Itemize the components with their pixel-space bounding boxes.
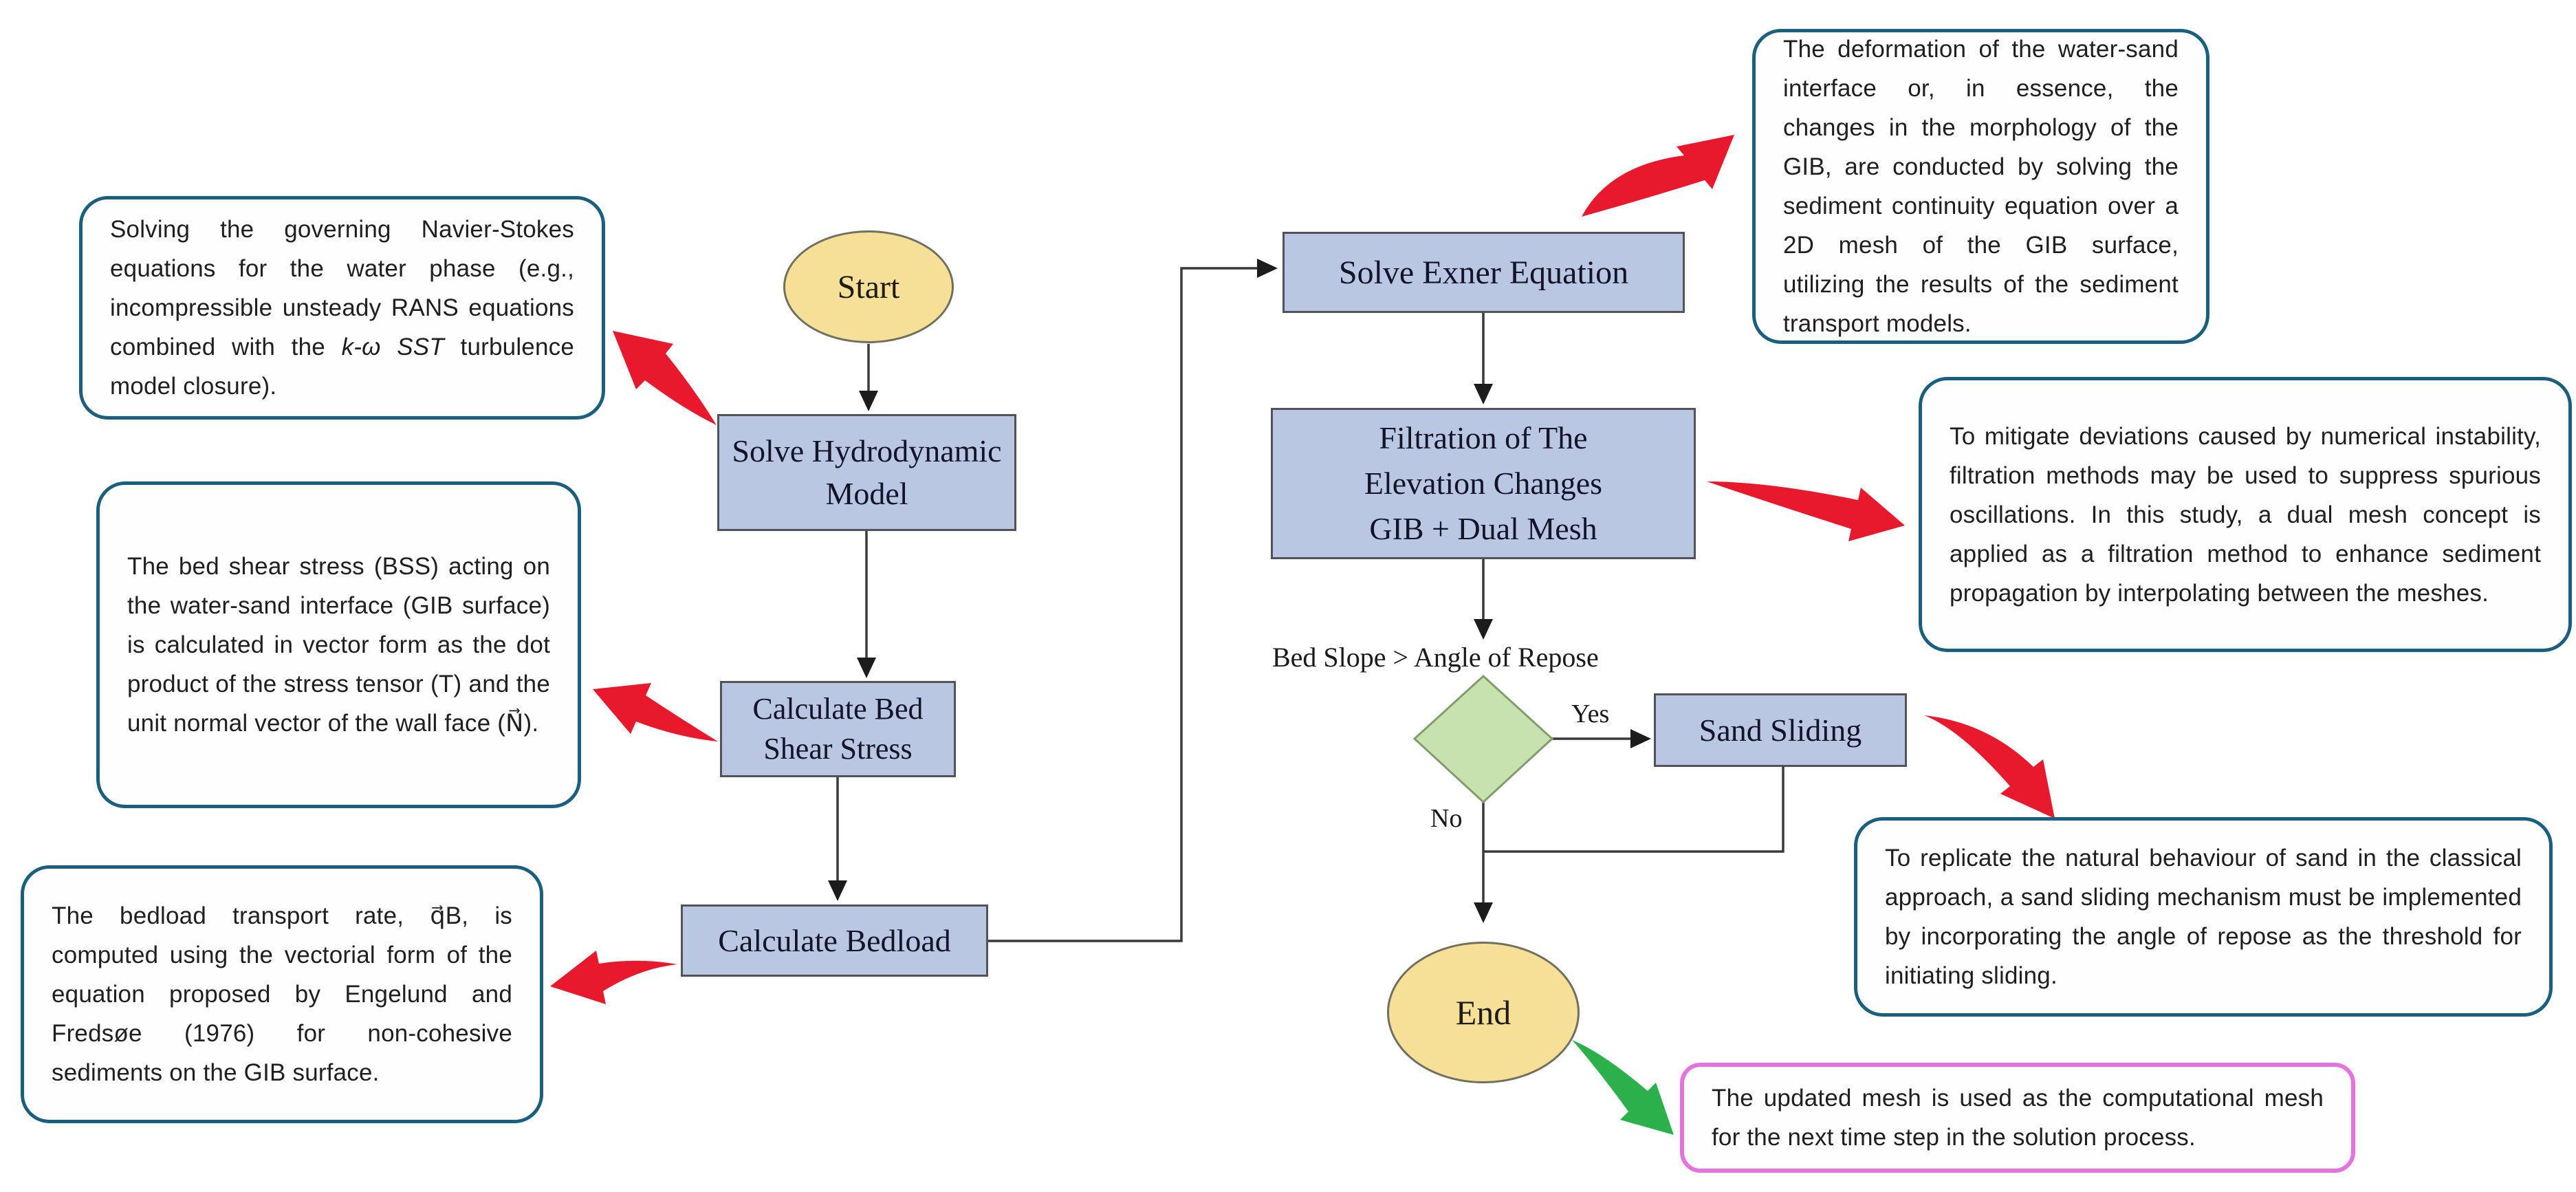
note-navier-stokes-text: Solving the governing Navier-Stokes equa… <box>110 216 574 400</box>
calculate-bedload-label: Calculate Bedload <box>718 923 951 958</box>
solve-exner-equation-label: Solve Exner Equation <box>1338 254 1629 291</box>
note-updated-mesh: The updated mesh is used as the computat… <box>1680 1063 2355 1173</box>
start-node: Start <box>783 230 954 343</box>
red-arrow-to-filtration-note <box>1707 481 1905 541</box>
red-arrow-to-bedshear-note <box>593 683 718 741</box>
solve-exner-equation-node: Solve Exner Equation <box>1282 232 1685 313</box>
note-updated-mesh-text: The updated mesh is used as the computat… <box>1712 1085 2324 1151</box>
end-node: End <box>1387 942 1580 1083</box>
green-arrow-to-updated-mesh-note <box>1572 1040 1674 1135</box>
no-label: No <box>1430 804 1463 833</box>
start-label: Start <box>837 268 900 305</box>
solve-hydrodynamic-model-node: Solve Hydrodynamic Model <box>717 414 1016 531</box>
connector-bedload-to-exner <box>988 267 1260 942</box>
red-arrow-to-bedload-note <box>550 951 677 1004</box>
sand-sliding-label: Sand Sliding <box>1699 713 1862 748</box>
red-arrow-to-exner-note <box>1582 135 1734 217</box>
note-bed-shear-text: The bed shear stress (BSS) acting on the… <box>127 553 550 737</box>
note-exner: The deformation of the water-sand interf… <box>1752 29 2209 344</box>
note-bedload: The bedload transport rate, q⃗B, is comp… <box>21 865 543 1123</box>
note-filtration-text: To mitigate deviations caused by numeric… <box>1950 422 2541 607</box>
yes-label: Yes <box>1571 700 1610 728</box>
sand-sliding-node: Sand Sliding <box>1654 693 1907 767</box>
note-bed-shear: The bed shear stress (BSS) acting on the… <box>96 481 581 808</box>
note-sand-sliding: To replicate the natural behaviour of sa… <box>1854 817 2553 1017</box>
decision-condition-label: Bed Slope > Angle of Repose <box>1272 642 1599 673</box>
decision-diamond <box>1412 674 1554 804</box>
note-sand-sliding-text: To replicate the natural behaviour of sa… <box>1885 845 2522 989</box>
red-arrow-to-navier-note <box>613 331 717 425</box>
note-filtration: To mitigate deviations caused by numeric… <box>1919 377 2572 652</box>
connector-sand-sliding-loop <box>1484 767 1784 853</box>
calculate-bed-shear-stress-label: Calculate Bed Shear Stress <box>752 692 924 766</box>
note-exner-text: The deformation of the water-sand interf… <box>1783 36 2179 337</box>
arrowheads <box>828 259 1651 923</box>
note-navier-stokes: Solving the governing Navier-Stokes equa… <box>79 196 605 420</box>
calculate-bed-shear-stress-node: Calculate Bed Shear Stress <box>720 681 956 777</box>
filtration-node: Filtration of The Elevation Changes GIB … <box>1271 408 1696 559</box>
calculate-bedload-node: Calculate Bedload <box>681 904 988 977</box>
red-arrow-to-sandsliding-note <box>1924 715 2055 819</box>
note-bedload-text: The bedload transport rate, q⃗B, is comp… <box>52 902 512 1086</box>
filtration-label: Filtration of The Elevation Changes GIB … <box>1364 420 1603 546</box>
solve-hydrodynamic-model-label: Solve Hydrodynamic Model <box>732 433 1002 511</box>
end-label: End <box>1455 993 1511 1032</box>
